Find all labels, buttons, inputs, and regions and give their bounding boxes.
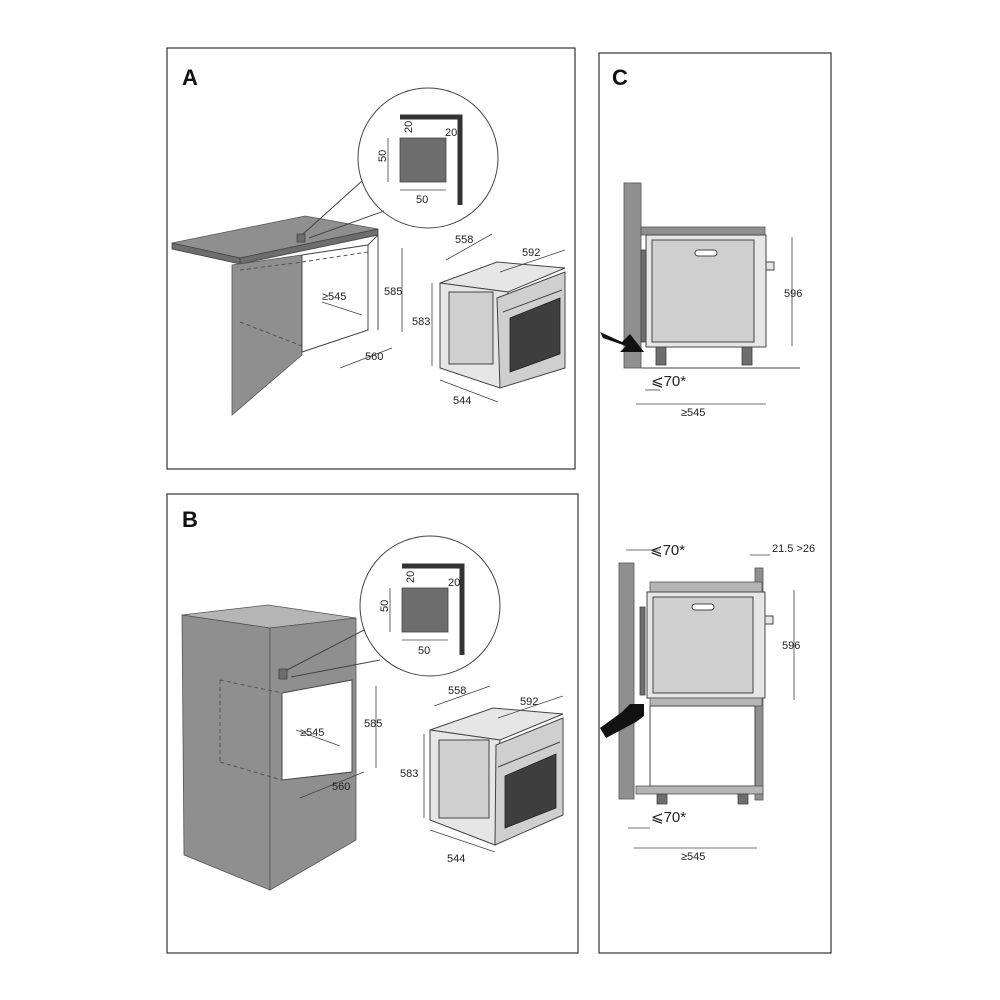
oven-width-label: 592 xyxy=(520,696,538,708)
niche-height-label: 585 xyxy=(364,718,382,730)
cabinet-niche xyxy=(301,244,369,353)
c-top-width-label: ≥545 xyxy=(681,407,705,419)
oven-base-label: 544 xyxy=(447,853,465,865)
oven-foot xyxy=(655,346,667,366)
detail-cutout xyxy=(399,137,447,183)
cabinet-edge xyxy=(367,234,379,246)
niche-depth-label: 560 xyxy=(332,781,350,793)
oven-foot xyxy=(737,793,749,805)
oven-handle xyxy=(694,249,718,257)
column-side xyxy=(181,614,271,891)
oven-handle xyxy=(691,603,715,611)
oven-door xyxy=(652,596,754,694)
oven-depth-label: 558 xyxy=(455,234,473,246)
oven-base-label: 544 xyxy=(453,395,471,407)
ventilation-cutout xyxy=(278,668,288,680)
oven-knob xyxy=(765,261,775,271)
panel-c: C 596 ⩽70* ≥545 ⩽70* 21. xyxy=(598,52,832,954)
panel-a-letter: A xyxy=(182,65,198,90)
oven-width-label: 592 xyxy=(522,247,540,259)
dim-line xyxy=(321,301,363,316)
shelf-bottom xyxy=(649,697,763,707)
shelf-top xyxy=(649,581,763,593)
detail-corner xyxy=(402,563,465,655)
oven-knob xyxy=(764,615,774,625)
worktop xyxy=(640,226,766,236)
oven-height-label: 583 xyxy=(412,316,430,328)
dim-line xyxy=(433,685,491,707)
airflow-arrow-icon xyxy=(600,704,644,738)
oven-window xyxy=(504,753,557,829)
niche-depth-label: 560 xyxy=(365,351,383,363)
dim-line xyxy=(439,379,499,403)
panel-b: B ≥545 585 560 20 20 50 50 xyxy=(166,493,579,954)
detail-cutout xyxy=(401,587,449,633)
hidden-edge xyxy=(219,679,283,694)
magnifier-leader xyxy=(302,180,363,235)
niche-width-label: ≥545 xyxy=(322,291,346,303)
niche-height-label: 585 xyxy=(384,286,402,298)
detail-dim-top: 20 xyxy=(405,571,417,583)
oven-depth-label: 558 xyxy=(448,685,466,697)
detail-dim-left: 50 xyxy=(379,600,391,612)
oven-foot xyxy=(741,346,753,366)
magnifier-leader xyxy=(286,629,365,671)
hidden-edge xyxy=(239,261,303,271)
dim-line xyxy=(429,829,496,853)
dim-line xyxy=(497,695,564,719)
detail-corner xyxy=(400,114,463,205)
detail-dim-bottom: 50 xyxy=(416,194,428,206)
panel-a: A ≥545 585 560 20 20 50 50 xyxy=(166,47,576,470)
c-top-installation: 596 ⩽70* ≥545 xyxy=(600,182,802,419)
c-bottom-installation: ⩽70* 21.5 >26 596 ⩽70* ≥545 xyxy=(600,542,815,863)
magnifier-leader xyxy=(290,659,381,678)
dim-line xyxy=(295,729,341,747)
oven-window xyxy=(509,297,561,373)
oven-handle xyxy=(497,741,561,768)
c-bottom-gap-label: ⩽70* xyxy=(651,809,686,826)
detail-dim-left: 50 xyxy=(377,150,389,162)
c-bottom-offset-label: 21.5 >26 xyxy=(772,543,815,555)
dim-line xyxy=(339,347,393,369)
wall-panel xyxy=(618,562,635,800)
ventilation-cutout xyxy=(296,233,306,243)
oven-back xyxy=(640,249,647,343)
hidden-edge xyxy=(219,761,283,781)
detail-dim-top: 20 xyxy=(403,121,415,133)
magnifier-leader xyxy=(308,210,385,239)
oven-side-panel xyxy=(448,291,494,365)
dim-line xyxy=(499,249,566,273)
c-bottom-height-label: 596 xyxy=(782,640,800,652)
c-bottom-gap-top-label: ⩽70* xyxy=(650,542,685,559)
oven-back xyxy=(639,606,646,696)
lower-compartment xyxy=(649,705,756,787)
dim-line xyxy=(445,233,493,261)
dim-line xyxy=(299,771,365,799)
oven-side-panel xyxy=(438,739,490,819)
airflow-arrow-icon xyxy=(600,332,644,352)
oven-height-label: 583 xyxy=(400,768,418,780)
plinth xyxy=(635,785,764,795)
oven-door xyxy=(651,239,755,343)
detail-dim-bottom: 50 xyxy=(418,645,430,657)
column-niche xyxy=(281,679,353,781)
oven-handle xyxy=(502,289,563,313)
detail-dim-right: 20 xyxy=(445,127,457,139)
cabinet-side-panel xyxy=(231,254,303,416)
c-top-gap-label: ⩽70* xyxy=(651,373,686,390)
niche-width-label: ≥545 xyxy=(300,727,324,739)
panel-c-letter: C xyxy=(612,65,628,90)
c-top-height-label: 596 xyxy=(784,288,802,300)
oven-foot xyxy=(656,793,668,805)
c-bottom-width-label: ≥545 xyxy=(681,851,705,863)
detail-dim-right: 20 xyxy=(448,577,460,589)
panel-b-letter: B xyxy=(182,507,198,532)
